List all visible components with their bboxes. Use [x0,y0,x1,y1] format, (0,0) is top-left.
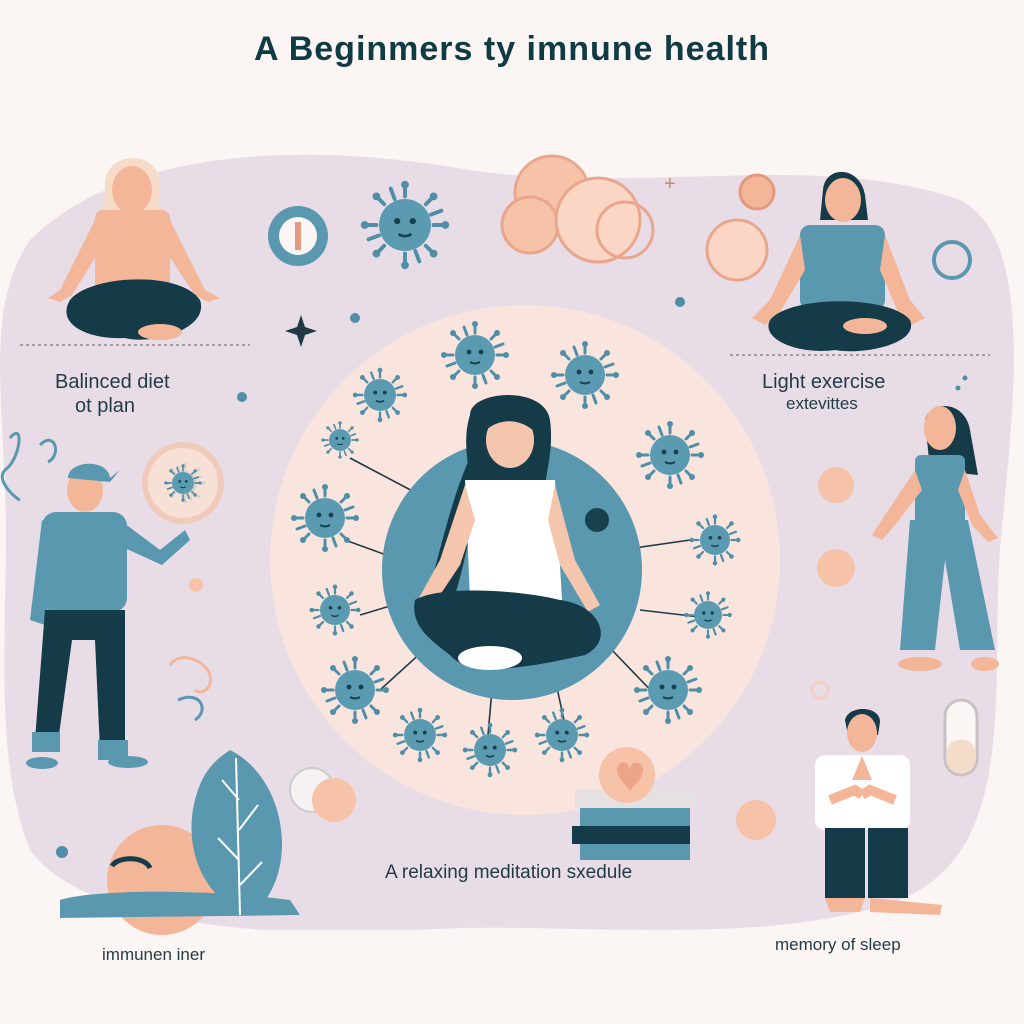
standing-person-left [26,463,190,769]
diet-label-line1: Balinced diet [55,371,170,393]
leaf-icon [191,750,283,916]
meditating-person-center [382,395,642,700]
meditating-person-top-left [20,158,250,346]
dark-virus-icon [585,508,609,532]
sparkle-icon [285,315,317,347]
praying-person [815,708,942,915]
page-title: A Beginmers ty imnune health [253,30,771,68]
pill-capsule-icon [289,767,356,822]
standing-person-right [872,406,999,671]
exercise-label-line1: Light exercise [762,371,886,393]
meditating-person-top-right [730,171,990,356]
plus-icon: + [664,173,676,195]
exercise-label-line2: extevittes [786,394,858,413]
exercise-label: Light exercise extevittes [762,370,885,414]
sleep-label: memory of sleep [775,935,901,954]
diet-label-line2: ot plan [75,395,136,417]
squiggle-icon [0,431,204,722]
orange-slice-icon [705,218,769,282]
orange-slices-icon [500,154,655,264]
pill-icon [268,206,328,266]
meditation-label: A relaxing meditation sxedule [385,862,633,883]
diet-label: Balinced diet ot plan [55,370,170,418]
capsule-icon [943,698,979,777]
orange-dot-icon [738,173,776,211]
immune-label: immunen iner [102,945,205,964]
ring-icon [932,240,972,280]
book-stack-icon [572,790,695,860]
heart-icon [599,747,655,803]
